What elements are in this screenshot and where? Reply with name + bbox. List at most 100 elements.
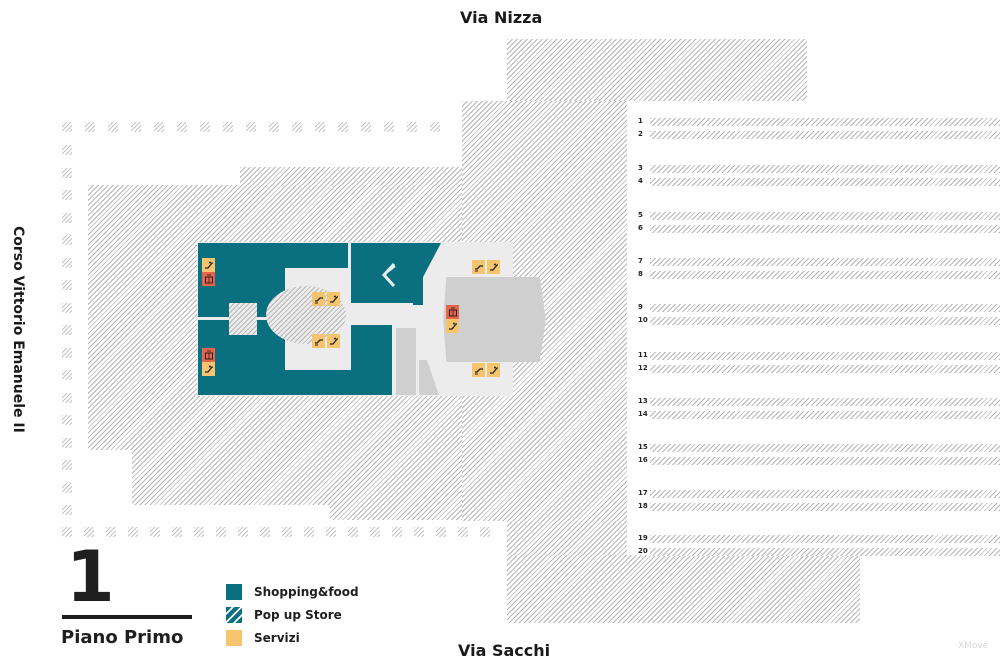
- platform-number: 1: [638, 117, 643, 125]
- perimeter-marker: [414, 527, 424, 537]
- perimeter-marker: [338, 122, 348, 132]
- floor-name: Piano Primo: [61, 627, 184, 648]
- platform-number: 9: [638, 303, 643, 311]
- perimeter-marker: [407, 122, 417, 132]
- escalator-icon[interactable]: [327, 334, 340, 348]
- perimeter-marker: [154, 122, 164, 132]
- platform-track[interactable]: [650, 212, 1000, 220]
- platform-track[interactable]: [650, 490, 1000, 498]
- perimeter-marker: [216, 527, 226, 537]
- platform-track[interactable]: [650, 258, 1000, 266]
- perimeter-marker: [292, 122, 302, 132]
- platform-track[interactable]: [650, 317, 1000, 325]
- perimeter-marker: [62, 370, 72, 380]
- platform-track[interactable]: [650, 535, 1000, 543]
- platform-number: 2: [638, 130, 643, 138]
- perimeter-marker: [436, 527, 446, 537]
- perimeter-marker: [62, 460, 72, 470]
- street-label-top: Via Nizza: [460, 8, 543, 27]
- legend-label-services: Servizi: [254, 631, 300, 645]
- elevator-icon[interactable]: [202, 348, 215, 362]
- platform-number: 5: [638, 211, 643, 219]
- platform-number: 16: [638, 456, 648, 464]
- escalator-icon[interactable]: [312, 292, 325, 306]
- central-corridor: [343, 303, 413, 325]
- escalator-icon[interactable]: [312, 334, 325, 348]
- perimeter-marker: [348, 527, 358, 537]
- floor-divider: [62, 615, 192, 619]
- legend-label-shopping: Shopping&food: [254, 585, 359, 599]
- platform-number: 20: [638, 547, 648, 555]
- perimeter-marker: [62, 190, 72, 200]
- platform-track[interactable]: [650, 304, 1000, 312]
- cutout-s: [132, 505, 330, 520]
- gallery-hall: [443, 277, 546, 362]
- escalator-icon[interactable]: [487, 363, 500, 377]
- platform-track[interactable]: [650, 271, 1000, 279]
- platform-number: 19: [638, 534, 648, 542]
- inactive-area-1: [396, 328, 416, 395]
- platform-number: 10: [638, 316, 648, 324]
- perimeter-marker: [315, 122, 325, 132]
- escalator-icon[interactable]: [202, 362, 215, 376]
- legend-item-shopping: Shopping&food: [226, 584, 359, 600]
- escalator-icon[interactable]: [472, 260, 485, 274]
- building-north-block: [507, 39, 807, 101]
- platform-track[interactable]: [650, 548, 1000, 556]
- platform-track[interactable]: [650, 444, 1000, 452]
- elevator-icon[interactable]: [202, 272, 215, 286]
- perimeter-marker: [458, 527, 468, 537]
- platform-track[interactable]: [650, 457, 1000, 465]
- platform-track[interactable]: [650, 131, 1000, 139]
- platform-track[interactable]: [650, 225, 1000, 233]
- perimeter-marker: [194, 527, 204, 537]
- perimeter-marker: [62, 415, 72, 425]
- legend-swatch-shopping: [226, 584, 242, 600]
- platform-track[interactable]: [650, 165, 1000, 173]
- cutout-sw: [88, 450, 132, 520]
- platform-track[interactable]: [650, 398, 1000, 406]
- building-south-block: [507, 555, 860, 623]
- perimeter-marker: [361, 122, 371, 132]
- street-label-left: Corso Vittorio Emanuele II: [10, 226, 26, 433]
- perimeter-marker: [269, 122, 279, 132]
- perimeter-marker: [84, 527, 94, 537]
- escalator-icon[interactable]: [327, 292, 340, 306]
- perimeter-marker: [480, 527, 490, 537]
- watermark: XMove: [958, 641, 989, 651]
- perimeter-marker: [392, 527, 402, 537]
- escalator-icon[interactable]: [446, 319, 459, 333]
- platform-number: 4: [638, 177, 643, 185]
- perimeter-marker: [326, 527, 336, 537]
- escalator-icon[interactable]: [487, 260, 500, 274]
- perimeter-marker: [62, 482, 72, 493]
- perimeter-marker: [430, 122, 440, 132]
- legend-swatch-popup: [226, 607, 242, 623]
- perimeter-marker: [131, 122, 141, 132]
- platform-track[interactable]: [650, 503, 1000, 511]
- street-label-bottom: Via Sacchi: [458, 641, 551, 660]
- platform-track[interactable]: [650, 118, 1000, 126]
- platform-number: 12: [638, 364, 648, 372]
- perimeter-marker: [172, 527, 182, 537]
- perimeter-marker: [106, 527, 116, 537]
- platform-number: 11: [638, 351, 648, 359]
- perimeter-marker: [304, 527, 314, 537]
- platform-number: 3: [638, 164, 643, 172]
- perimeter-marker: [62, 145, 72, 155]
- platform-track[interactable]: [650, 352, 1000, 360]
- elevator-icon[interactable]: [446, 305, 459, 319]
- platform-track[interactable]: [650, 411, 1000, 419]
- light-well: [229, 303, 257, 335]
- building-north-strip: [240, 167, 462, 187]
- platform-track[interactable]: [650, 365, 1000, 373]
- platform-track[interactable]: [650, 178, 1000, 186]
- legend-item-services: Servizi: [226, 630, 300, 646]
- perimeter-marker: [223, 122, 233, 132]
- perimeter-marker: [62, 392, 72, 403]
- escalator-icon[interactable]: [472, 363, 485, 377]
- escalator-icon[interactable]: [202, 258, 215, 272]
- perimeter-marker: [282, 527, 292, 537]
- platform-number: 7: [638, 257, 643, 265]
- perimeter-marker: [370, 527, 380, 537]
